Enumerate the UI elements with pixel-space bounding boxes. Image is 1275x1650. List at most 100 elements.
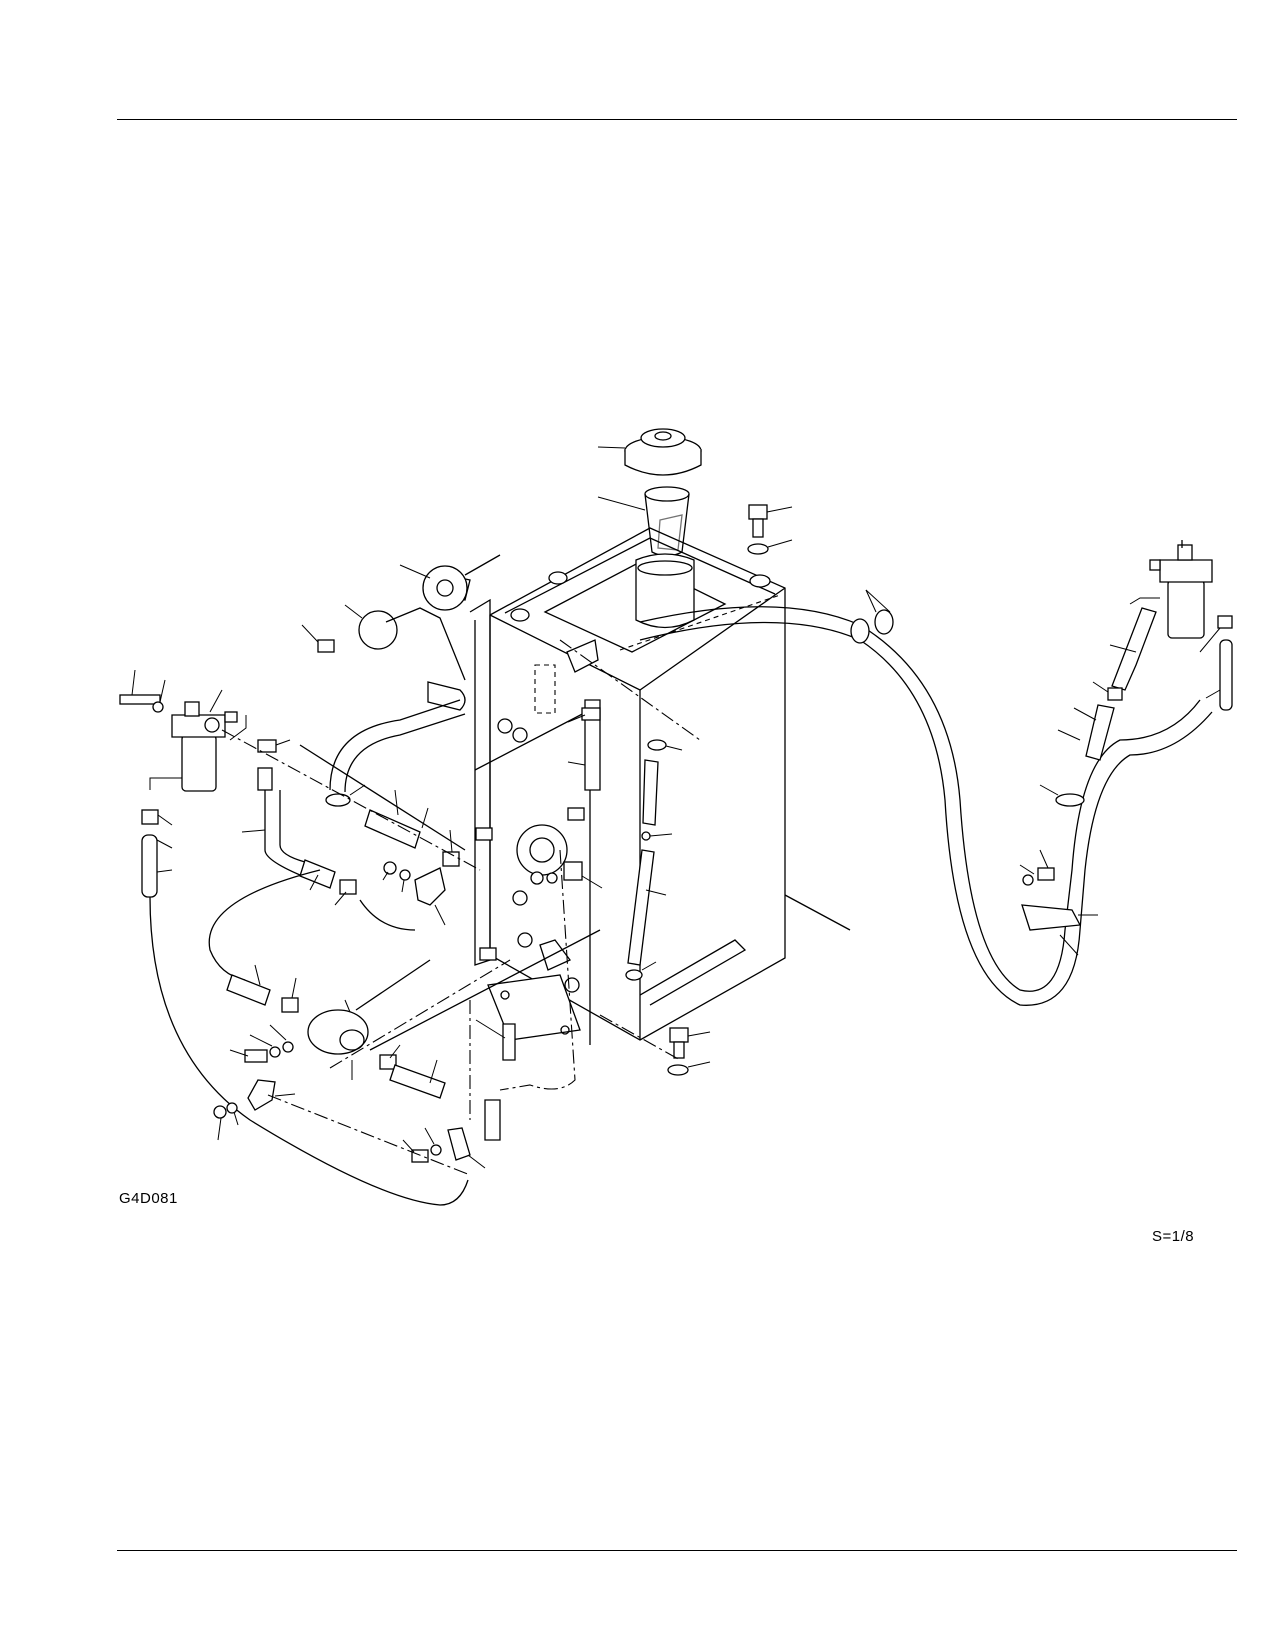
scale-label: S=1/8 — [1152, 1228, 1195, 1245]
hose-clip-2 — [339, 879, 357, 895]
figure-id-label: G4D081 — [119, 1190, 178, 1207]
left-feed-b — [279, 790, 306, 863]
right-elbow-hose — [1111, 607, 1157, 691]
drain-tube — [627, 849, 655, 966]
hose-segment-1 — [364, 809, 421, 849]
lower-washer — [667, 1064, 689, 1076]
inner-hose — [584, 699, 601, 791]
tank-bolt-2 — [479, 947, 497, 961]
right-bolt — [1037, 867, 1055, 881]
mount-boss-left — [548, 571, 568, 585]
right-filter-head — [1159, 559, 1213, 583]
filler-neck — [635, 553, 695, 629]
washer-b-leader — [401, 879, 405, 893]
filler-cap-top — [640, 428, 686, 448]
elbow-leader — [1109, 644, 1137, 653]
lower-bolt-shank — [673, 1041, 685, 1059]
plate-hole-2 — [560, 1025, 570, 1035]
pump-bracket — [247, 1079, 276, 1111]
lower-pipe-clamp — [447, 1127, 471, 1161]
right-hose-clamp — [1055, 793, 1085, 807]
inner-hose-clip — [581, 707, 601, 721]
lower-washer-leader — [687, 1061, 711, 1068]
fuel-pump-end — [339, 1029, 365, 1051]
short-hose-leader2 — [1057, 729, 1081, 741]
bracket-washer-leader — [233, 1111, 239, 1126]
flange-leader — [344, 604, 363, 619]
hose-clamp-a — [850, 618, 870, 644]
filler-cap-vent — [654, 431, 672, 441]
pump-clip-1 — [281, 997, 299, 1013]
left-bolt-leader — [131, 669, 136, 696]
drain-cock — [502, 1023, 516, 1061]
sender-bracket — [464, 554, 501, 576]
nut-b — [383, 861, 397, 875]
bottom-rule — [117, 1550, 1237, 1551]
bracket-washer — [226, 1102, 238, 1114]
right-tube-clamp-leader — [665, 745, 683, 751]
lower-elbow — [539, 939, 572, 971]
right-bolt-leader2 — [1039, 849, 1049, 869]
screw-leader — [301, 624, 319, 643]
fitting-1 — [497, 718, 513, 734]
pipe-clip-center — [563, 861, 583, 881]
sender-gasket-hole — [436, 579, 454, 597]
fuel-pump — [307, 1009, 369, 1055]
lower-pipe-clamp-leader — [467, 1154, 486, 1169]
left-feed-a — [264, 790, 301, 876]
lower-clip-bolt — [411, 1149, 429, 1163]
fuel-sender — [301, 554, 501, 711]
return-hose-line2 — [639, 621, 1213, 1006]
washer-b — [399, 869, 411, 881]
vertical-hose-leader2 — [1205, 689, 1221, 699]
tank-bolt-1 — [475, 827, 493, 841]
left-filter-hose-leader — [156, 839, 173, 849]
right-filter-port — [1149, 559, 1161, 571]
left-supply-line — [149, 896, 469, 1206]
left-filter-hose — [141, 834, 158, 898]
right-tube-clamp — [647, 739, 667, 751]
right-clip — [1107, 687, 1123, 701]
left-filter-bowl — [181, 734, 217, 792]
pump-hose-1 — [226, 974, 271, 1006]
tank-side-bracket — [469, 598, 491, 966]
overflow-clamp-leader — [349, 784, 366, 796]
right-filter — [1019, 540, 1233, 956]
tank-leader — [784, 894, 851, 931]
tank-flange — [516, 824, 568, 876]
bolt-head — [748, 504, 768, 520]
pipe-clamp1-leader — [434, 904, 446, 926]
cap-leader — [597, 446, 626, 449]
gasket-leader — [399, 564, 431, 579]
loop-hose — [208, 869, 321, 981]
right-filter-bowl — [1167, 579, 1205, 639]
strainer-mesh — [657, 514, 683, 551]
right-washer — [1022, 874, 1034, 886]
washer-a — [546, 872, 558, 884]
hose-clamp-b — [874, 609, 894, 635]
overflow-hose-b — [344, 713, 466, 793]
fuel-pump-assembly — [213, 929, 601, 1169]
overflow-hose-a — [329, 699, 461, 791]
strainer-rim — [644, 486, 690, 502]
left-feed-clip-leader — [275, 739, 291, 746]
hidden-outlet — [534, 664, 556, 714]
left-feed-leader — [241, 829, 266, 833]
right-bolt-leader — [1019, 864, 1035, 875]
left-filter — [119, 669, 469, 1206]
drain-cock-leader — [475, 1019, 506, 1039]
top-bolt-set — [510, 504, 793, 622]
tank-top-recess — [543, 561, 727, 653]
pump-washer-leader — [249, 1034, 273, 1047]
hidden-return-line — [619, 594, 781, 651]
inner-hose-leader — [567, 714, 586, 723]
pump-bolt — [244, 1049, 268, 1063]
hose-link-a — [359, 899, 416, 931]
feed-hoses — [208, 699, 466, 981]
reference-lines — [221, 639, 701, 1176]
left-feed-fitting — [257, 767, 273, 791]
filler-cap-skirt — [624, 449, 702, 476]
left-filter-clip-leader — [157, 814, 173, 826]
sender-flange — [358, 610, 398, 650]
bracket-leader2 — [1059, 934, 1079, 956]
